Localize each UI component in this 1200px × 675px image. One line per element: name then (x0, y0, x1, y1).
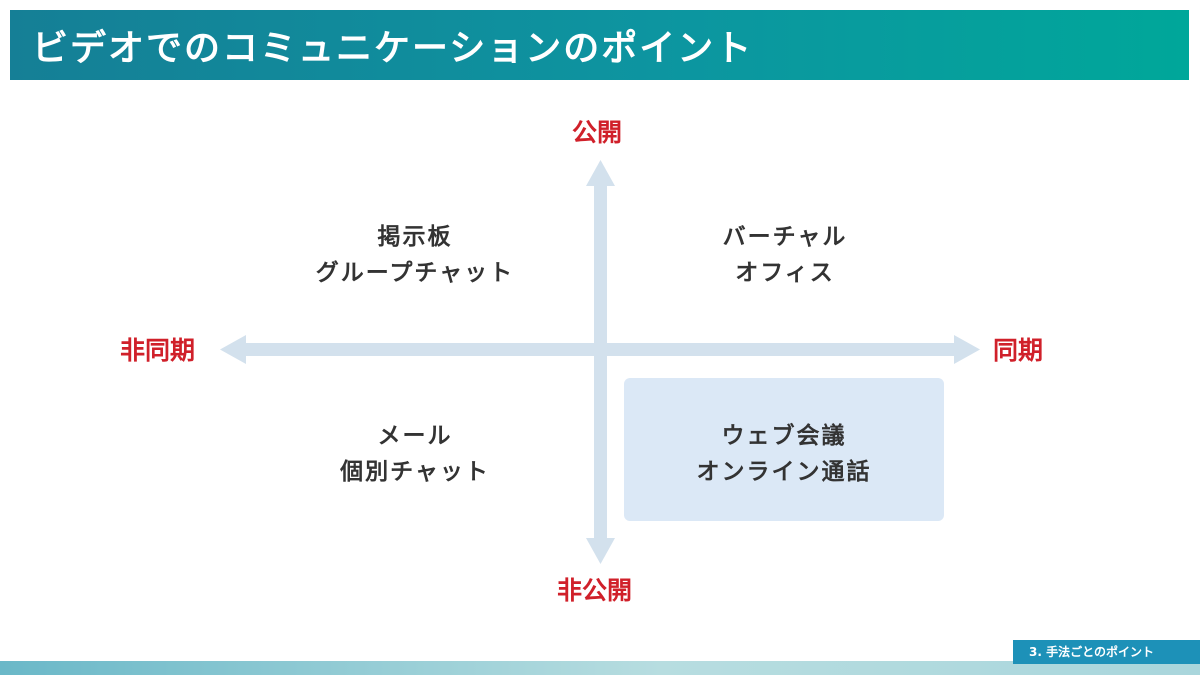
quadrant-top-right-line2: オフィス (735, 260, 835, 286)
quadrant-top-left-line2: グループチャット (315, 260, 515, 286)
arrow-right-icon (954, 335, 980, 364)
vertical-axis-line (594, 182, 607, 542)
page-title: ビデオでのコミュニケーションのポイント (32, 28, 754, 69)
arrow-down-icon (586, 538, 615, 564)
axis-label-sync: 同期 (993, 336, 1044, 365)
footer-section-label: 3. 手法ごとのポイント (1013, 640, 1200, 664)
quadrant-bottom-left-line2: 個別チャット (340, 459, 490, 485)
quadrant-bottom-right-line2: オンライン通話 (696, 459, 872, 485)
quadrant-bottom-right: ウェブ会議 オンライン通話 (664, 418, 904, 490)
quadrant-bottom-left-line1: メール (377, 423, 453, 449)
axis-label-public: 公開 (572, 118, 623, 147)
arrow-left-icon (220, 335, 246, 364)
quadrant-top-left: 掲示板 グループチャット (300, 219, 530, 291)
footer-band (0, 661, 1200, 675)
quadrant-bottom-right-line1: ウェブ会議 (721, 423, 847, 449)
quadrant-top-left-line1: 掲示板 (377, 224, 453, 250)
arrow-up-icon (586, 160, 615, 186)
quadrant-top-right-line1: バーチャル (722, 224, 848, 250)
axis-label-private: 非公開 (557, 576, 633, 605)
highlight-box-web-meeting (624, 378, 944, 521)
title-bar: ビデオでのコミュニケーションのポイント (10, 10, 1189, 80)
quadrant-top-right: バーチャル オフィス (690, 219, 880, 291)
quadrant-bottom-left: メール 個別チャット (320, 418, 510, 490)
axis-label-async: 非同期 (120, 336, 196, 365)
horizontal-axis-line (240, 343, 956, 356)
